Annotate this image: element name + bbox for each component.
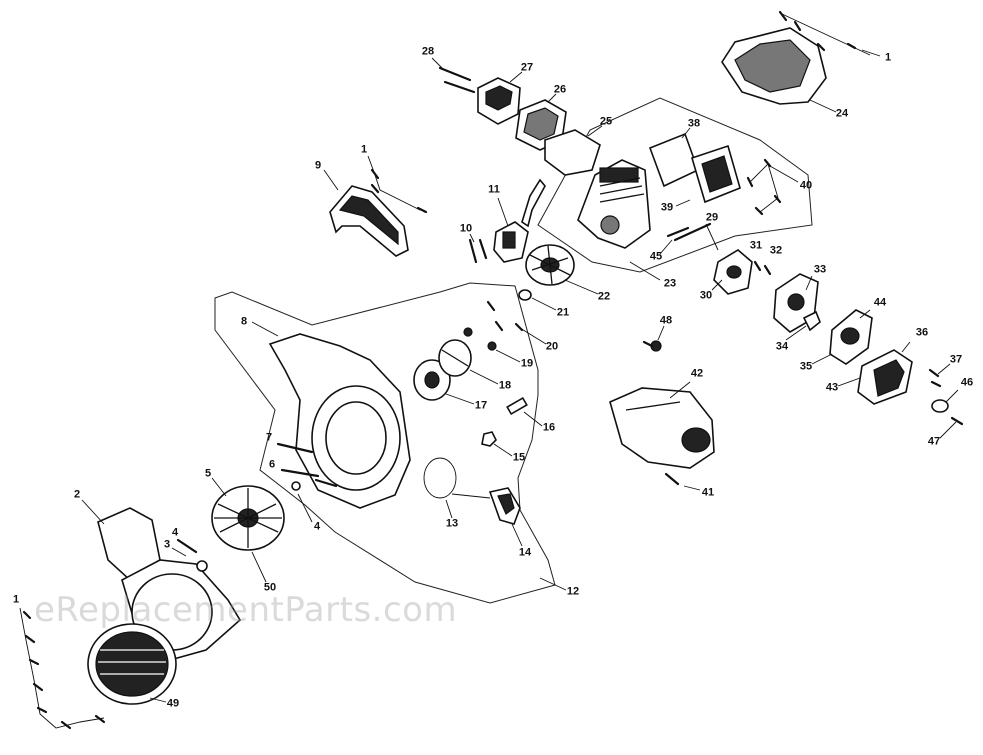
recoil-spring-plate: [438, 339, 499, 385]
callout-c50: 50: [263, 581, 277, 594]
callout-c4a: 4: [313, 520, 321, 533]
recoil-pawls: [463, 327, 521, 363]
callout-c34: 34: [775, 340, 789, 353]
crankcase-parts: [711, 249, 772, 295]
handle-screws: [367, 155, 428, 214]
callout-c22: 22: [597, 290, 611, 303]
impeller: [211, 477, 285, 583]
callout-c46: 46: [960, 376, 974, 389]
callout-c12: 12: [566, 585, 580, 598]
callout-c13: 13: [445, 517, 459, 530]
callout-c1a: 1: [884, 51, 892, 64]
callout-c40: 40: [799, 179, 813, 192]
intake-grille: [87, 623, 177, 705]
carburetor-gasket: [648, 127, 699, 188]
callout-c7: 7: [265, 431, 273, 444]
recoil-pulley: [413, 359, 475, 405]
callout-c10: 10: [459, 222, 473, 235]
ignition-module: [493, 178, 546, 263]
grille-screws: [19, 607, 106, 730]
flywheel-nut: [518, 289, 557, 311]
callout-c42: 42: [690, 367, 704, 380]
callout-c38: 38: [687, 117, 701, 130]
callout-c48: 48: [659, 314, 673, 327]
air-filter-cover: [477, 71, 523, 125]
cover-screw-set: [746, 158, 799, 216]
callout-c1b: 1: [360, 143, 368, 156]
spark-arrestor: [931, 389, 959, 413]
main-housing: [251, 321, 411, 509]
callout-c28: 28: [421, 45, 435, 58]
callout-c36: 36: [915, 326, 929, 339]
air-filter-bolts: [431, 57, 476, 94]
callout-c17: 17: [474, 399, 488, 412]
muffler-screws: [928, 363, 951, 388]
muffler: [837, 341, 913, 405]
callout-c21: 21: [556, 306, 570, 319]
engine-cylinder: [577, 159, 661, 281]
recoil-screws: [486, 300, 547, 345]
nozzle-fasteners: [171, 538, 208, 572]
callout-c41: 41: [701, 486, 715, 499]
callout-c33: 33: [813, 263, 827, 276]
callout-c11: 11: [488, 183, 500, 196]
callout-c35: 35: [799, 360, 813, 373]
callout-c20: 20: [545, 340, 559, 353]
throttle-rods: [659, 222, 719, 255]
pawl: [785, 310, 821, 341]
callout-c44: 44: [873, 296, 887, 309]
flywheel: [525, 244, 599, 295]
callout-c6: 6: [268, 458, 276, 471]
callout-c25: 25: [599, 115, 613, 128]
callout-c32: 32: [769, 244, 783, 257]
housing-bolts: [276, 442, 338, 523]
top-cover-shroud: [721, 27, 837, 113]
hex-nut: [481, 431, 513, 457]
callout-c5: 5: [204, 467, 212, 480]
callout-c2: 2: [73, 488, 81, 501]
filter-base-plate: [544, 125, 603, 176]
callout-c31: 31: [749, 239, 763, 252]
callout-c45: 45: [649, 250, 663, 263]
starter-rope: [423, 457, 491, 519]
callout-c47: 47: [927, 435, 941, 448]
callout-c8: 8: [240, 315, 248, 328]
callout-c37: 37: [949, 353, 963, 366]
callout-c19: 19: [520, 357, 534, 370]
callout-c1c: 1: [12, 593, 20, 606]
muffler-bolt: [939, 416, 964, 439]
callout-c39: 39: [660, 201, 674, 214]
callout-c29: 29: [705, 211, 719, 224]
callout-c4b: 4: [171, 526, 179, 539]
callout-c15: 15: [512, 451, 526, 464]
callout-c18: 18: [498, 379, 512, 392]
carburetor: [811, 309, 873, 365]
callout-c30: 30: [699, 289, 713, 302]
callout-c24: 24: [835, 107, 849, 120]
engine-group-outline: [537, 97, 813, 273]
ignition-screws: [468, 233, 488, 264]
primer-bulb: [642, 325, 665, 352]
spring-clip: [506, 396, 543, 427]
callout-c14: 14: [518, 546, 532, 559]
callout-c16: 16: [542, 421, 556, 434]
starter-handle: [488, 487, 523, 547]
carburetor-insulator: [675, 144, 741, 207]
callout-c26: 26: [553, 83, 567, 96]
callout-c43: 43: [825, 381, 839, 394]
rear-handle: [323, 169, 409, 257]
callout-c9: 9: [314, 159, 322, 172]
fuel-tank: [609, 381, 715, 491]
callout-c27: 27: [520, 61, 534, 74]
callout-c49: 49: [166, 697, 180, 710]
screw-set-top: [778, 10, 881, 57]
callout-c3: 3: [163, 538, 171, 551]
watermark-text: eReplacementParts.com: [34, 590, 458, 630]
callout-c23: 23: [663, 277, 677, 290]
